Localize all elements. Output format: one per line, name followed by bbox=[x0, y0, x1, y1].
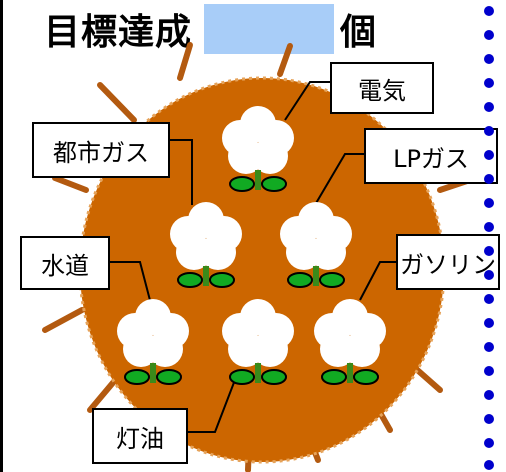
ray bbox=[52, 175, 89, 193]
ray bbox=[277, 43, 293, 77]
connector-lp-gas bbox=[311, 153, 364, 211]
goal-title: 目標達成 bbox=[44, 12, 193, 53]
connector-gasoline bbox=[359, 261, 396, 301]
connector-electricity bbox=[284, 81, 330, 121]
dotted-border bbox=[480, 0, 500, 472]
connector-city-gas bbox=[168, 139, 193, 205]
label-water: 水道 bbox=[20, 236, 110, 290]
label-electricity: 電気 bbox=[330, 62, 434, 114]
goal-count-input[interactable] bbox=[204, 4, 334, 54]
connector-water bbox=[110, 261, 153, 309]
left-border bbox=[0, 0, 3, 472]
ray bbox=[177, 42, 193, 81]
connector-kerosene bbox=[186, 371, 239, 433]
ray bbox=[42, 307, 85, 333]
ray bbox=[97, 82, 137, 123]
label-kerosene: 灯油 bbox=[92, 408, 188, 464]
label-city-gas: 都市ガス bbox=[32, 122, 170, 178]
label-lp-gas: LPガス bbox=[364, 128, 498, 184]
goal-unit-label: 個 bbox=[340, 12, 377, 53]
label-gasoline: ガソリン bbox=[396, 234, 500, 290]
